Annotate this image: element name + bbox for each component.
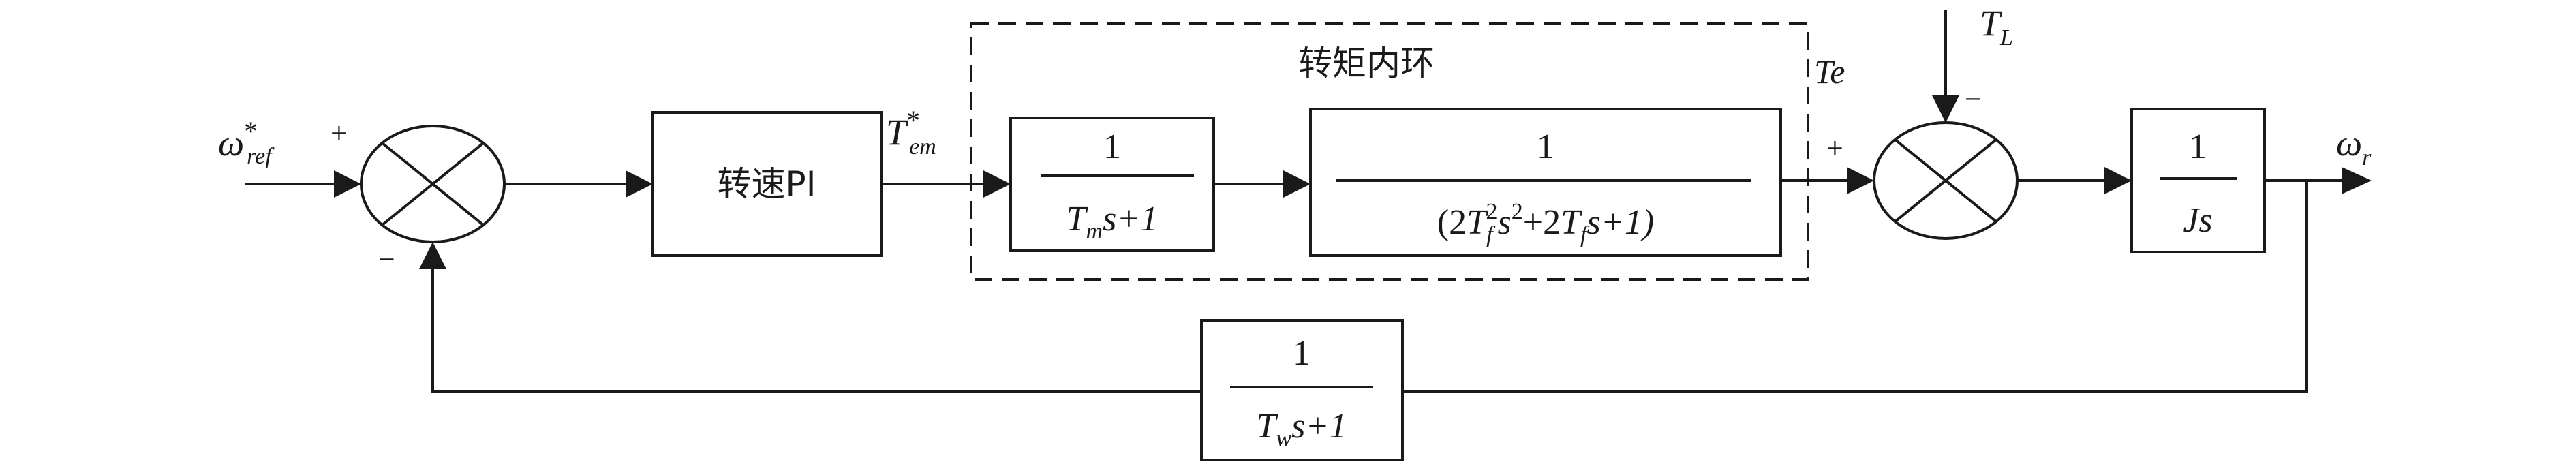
feedback-line-left bbox=[431, 266, 1201, 393]
tf-numerator: 1 bbox=[1537, 127, 1554, 166]
tf-denominator: (2Tf2s2+2Tfs+1) bbox=[1437, 199, 1654, 247]
sum1-plus-sign: + bbox=[331, 117, 348, 150]
arrow-into-js bbox=[2104, 167, 2132, 194]
arrow-into-pi bbox=[626, 170, 653, 198]
tm-block bbox=[1009, 117, 1215, 252]
sum2-minus-sign: − bbox=[1965, 82, 1982, 116]
load-torque-arrow bbox=[1932, 95, 1959, 123]
output-arrow bbox=[2342, 167, 2372, 194]
summing-junction-1 bbox=[360, 125, 506, 243]
reference-speed-label: ω*ref bbox=[218, 116, 275, 169]
feedback-numerator: 1 bbox=[1293, 334, 1310, 373]
summing-junction-2 bbox=[1873, 121, 2019, 240]
output-speed-label: ωr bbox=[2336, 123, 2372, 170]
load-torque-label: TL bbox=[1980, 3, 2013, 50]
torque-reference-label: T*em bbox=[886, 105, 936, 159]
tm-numerator: 1 bbox=[1103, 127, 1121, 166]
arrow-into-tm bbox=[983, 170, 1011, 198]
tm-denominator: Tms+1 bbox=[1067, 200, 1159, 244]
speed-pi-label: 转速PI bbox=[718, 164, 816, 204]
torque-loop-title: 转矩内环 bbox=[1298, 44, 1435, 83]
te-label: Te bbox=[1814, 52, 1845, 91]
feedback-filter-block bbox=[1200, 319, 1404, 461]
feedback-line-right bbox=[1402, 181, 2308, 393]
sum1-minus-sign: − bbox=[378, 243, 395, 276]
feedback-denominator: Tws+1 bbox=[1257, 407, 1347, 451]
feedback-arrow bbox=[419, 242, 446, 269]
tf-block bbox=[1309, 108, 1782, 257]
sum2-plus-sign: + bbox=[1826, 132, 1843, 165]
torque-inner-loop-boundary bbox=[970, 22, 1809, 281]
arrow-into-sum2 bbox=[1847, 167, 1874, 194]
arrow-into-tf bbox=[1283, 170, 1310, 198]
js-denominator: Js bbox=[2183, 201, 2212, 240]
input-arrow bbox=[334, 170, 361, 198]
js-numerator: 1 bbox=[2189, 127, 2207, 166]
